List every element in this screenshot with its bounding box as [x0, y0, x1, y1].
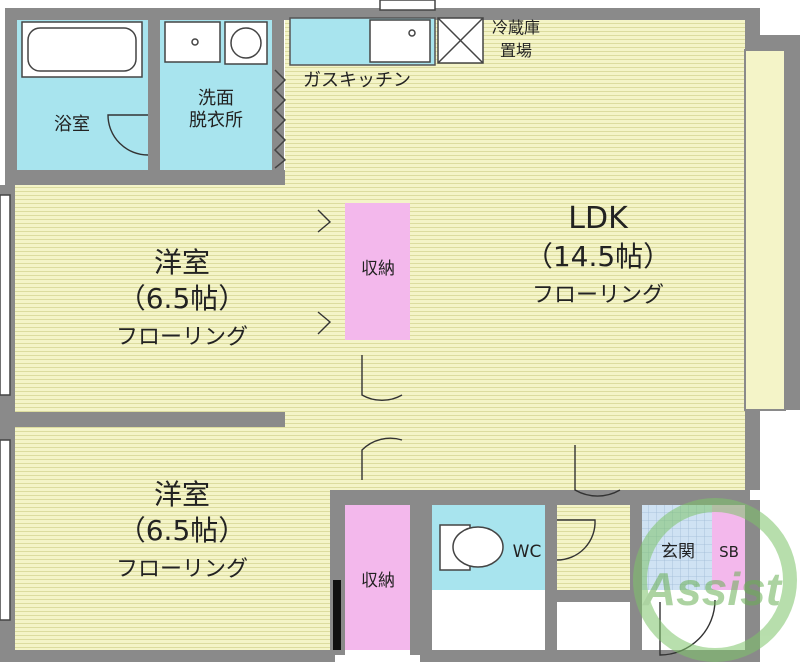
bathroom-label: 浴室 [54, 114, 90, 135]
bay-window [744, 49, 786, 411]
doors [107, 114, 716, 656]
western-top-floor-label: フローリング [116, 325, 248, 350]
closet-bar [333, 580, 341, 650]
door-wc [556, 519, 596, 561]
western-bottom-name: 洋室 [154, 478, 210, 511]
shoe-box-label: SB [719, 543, 739, 561]
ldk-floor-label: フローリング [532, 283, 664, 308]
storage-top-floor [345, 203, 410, 340]
labels: LDK （14.5帖） フローリング 洋室 （6.5帖） フローリング 洋室 （… [54, 18, 739, 591]
western-top-floor [15, 185, 330, 412]
door-closet [317, 209, 332, 233]
western-bottom-floor [15, 427, 330, 650]
watermark-text: Assist [642, 563, 783, 615]
storage-bottom-floor [345, 505, 410, 650]
ldk-name: LDK [568, 201, 629, 236]
sink [369, 19, 431, 63]
storage-bottom-label: 収納 [361, 571, 395, 591]
western-top-name: 洋室 [154, 246, 210, 279]
fridge-label-1: 冷蔵庫 [492, 18, 540, 37]
hall-floor [345, 355, 410, 490]
fixtures [0, 0, 504, 650]
kitchen-label: ガスキッチン [303, 70, 411, 91]
gas-vent [273, 69, 287, 169]
door-western-bottom [361, 437, 403, 480]
western-top-size: （6.5帖） [118, 282, 247, 315]
western-bottom-size: （6.5帖） [118, 514, 247, 547]
watermark-logo: Assist [633, 498, 797, 662]
shoe-box-floor [712, 505, 745, 590]
wc-label: WC [513, 542, 542, 562]
door-corridor [574, 445, 621, 497]
washroom-label-1: 洗面 [198, 88, 234, 109]
entrance-label: 玄関 [661, 542, 695, 562]
top-window-frame [0, 194, 11, 396]
corridor-floor [557, 505, 630, 590]
door-entrance [659, 599, 716, 656]
storage-top-label: 収納 [361, 259, 395, 279]
washroom-label-2: 脱衣所 [189, 110, 243, 131]
fridge-label-2: 置場 [500, 41, 532, 60]
washing-machine [224, 21, 268, 65]
door-western-top [361, 355, 403, 402]
door-bathroom [107, 114, 149, 156]
bottom-window-frame [0, 439, 11, 621]
western-bottom-floor-label: フローリング [116, 557, 248, 582]
ldk-size: （14.5帖） [525, 240, 671, 273]
